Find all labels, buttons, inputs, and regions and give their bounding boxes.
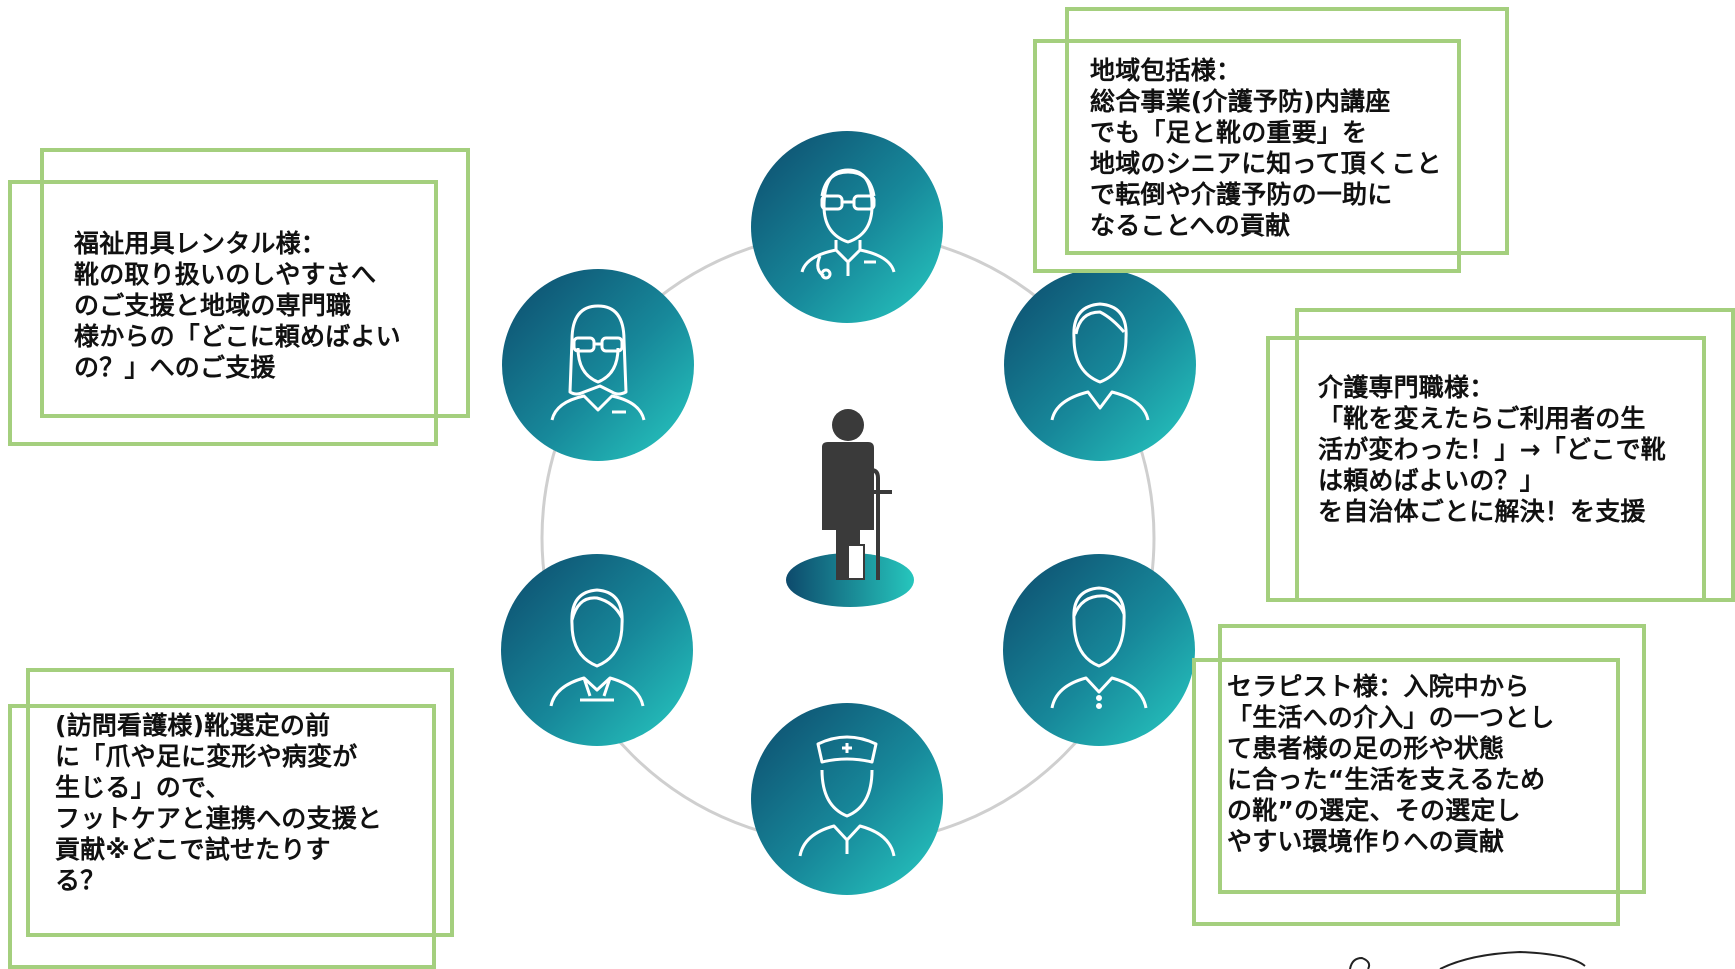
nurse-icon — [751, 703, 943, 895]
male-person-icon — [1004, 269, 1196, 461]
welfare-rental-text: 福祉用具レンタル様： 靴の取り扱いのしやすさへ のご支援と地域の専門職 様からの… — [74, 229, 401, 382]
care-professional-text: 介護専門職様： 「靴を変えたらご利用者の生 活が変わった！」→「どこで靴 は頼め… — [1318, 373, 1666, 526]
female-caregiver-icon — [501, 554, 693, 746]
female-professional-icon — [502, 269, 694, 461]
box-frame-nursing-back — [26, 668, 454, 937]
patient-with-crutch-icon — [786, 409, 914, 607]
box-frame-regional-front — [1033, 39, 1461, 273]
therapist-text: セラピスト様：入院中から 「生活への介入」の一つとし て患者様の足の形や状態 に… — [1227, 672, 1555, 856]
box-frame-care-front — [1266, 336, 1706, 602]
partial-sketch-icon — [1349, 950, 1586, 969]
box-frame-nursing-front — [8, 704, 436, 969]
box-frame-therapist-back — [1218, 624, 1646, 894]
box-frame-welfare-front — [8, 180, 438, 446]
box-frame-therapist-front — [1192, 658, 1620, 926]
box-frame-regional-back — [1065, 7, 1509, 255]
home-nursing-text: (訪問看護様)靴選定の前 に「爪や足に変形や病変が 生じる」ので、 フットケアと… — [55, 711, 383, 895]
box-frame-welfare-back — [40, 148, 470, 418]
regional-center-text: 地域包括様： 総合事業(介護予防)内講座 でも「足と靴の重要」を 地域のシニアに… — [1090, 56, 1442, 240]
doctor-icon — [751, 131, 943, 323]
male-therapist-icon — [1003, 554, 1195, 746]
